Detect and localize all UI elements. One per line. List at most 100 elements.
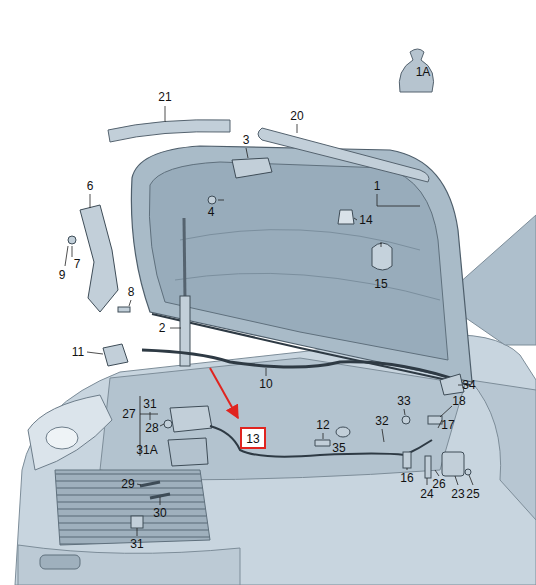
seal-strip (258, 128, 429, 182)
callout-number: 7 (73, 257, 82, 271)
illustration-part (160, 424, 164, 426)
cap (336, 427, 350, 437)
callout-number: 11 (71, 345, 85, 359)
highlight-box: 13 (240, 427, 266, 449)
callout-number: 1 (373, 179, 382, 193)
callout-number: 34 (461, 378, 476, 392)
callout-number: 16 (399, 471, 414, 485)
callout-number: 23 (450, 487, 465, 501)
hood-inner (149, 162, 448, 360)
callout-number: 13 (246, 432, 260, 446)
callout-number: 18 (451, 394, 466, 408)
fender-right (470, 380, 536, 520)
lever (425, 456, 431, 478)
illustration-part (165, 106, 166, 122)
hood-edge (152, 314, 470, 385)
lock-catch (232, 158, 272, 178)
illustration-part (404, 409, 405, 415)
callout-number: 17 (440, 418, 455, 432)
grille (55, 470, 210, 545)
grease-bag (399, 49, 433, 92)
plug (164, 420, 172, 428)
nut (131, 516, 143, 528)
clip (315, 440, 330, 446)
callout-number: 10 (258, 377, 273, 391)
callout-number: 33 (396, 394, 411, 408)
hood-lock (170, 406, 212, 432)
hood-lock (168, 438, 208, 466)
callout-number: 25 (465, 487, 480, 501)
hinge (80, 205, 118, 312)
screw (140, 482, 160, 486)
hood-outer (131, 146, 472, 382)
illustration-part (90, 194, 91, 208)
callout-number: 24 (419, 487, 434, 501)
callout-number: 2 (158, 321, 167, 335)
illustration-part (427, 478, 428, 485)
illustration-part (297, 124, 298, 133)
gas-strut (180, 296, 190, 366)
illustration-part (140, 412, 158, 420)
illustration-part (382, 429, 384, 442)
leader-lines (65, 106, 473, 536)
lever (403, 452, 411, 468)
handle (442, 452, 464, 476)
illustration-part (469, 475, 473, 485)
callout-number: 3 (242, 133, 251, 147)
bumper (18, 545, 240, 585)
screw (465, 469, 471, 475)
callout-number: 27 (121, 407, 136, 421)
illustration-part (455, 476, 458, 485)
engine-bay (100, 358, 465, 480)
clip (428, 416, 442, 424)
callout-number: 8 (127, 285, 136, 299)
bracket (440, 374, 464, 395)
callout-number: 31 (142, 397, 157, 411)
illustration-part (137, 484, 141, 485)
illustration-part (170, 328, 181, 329)
bolt (118, 307, 130, 312)
screw (208, 196, 216, 204)
seal-strip (108, 120, 230, 142)
callout-number: 31A (135, 443, 158, 457)
illustration-part (458, 385, 462, 386)
headlight (28, 395, 112, 470)
illustration-part (377, 194, 420, 206)
illustration-part (72, 246, 73, 257)
callout-number: 31 (129, 537, 144, 551)
clip (402, 416, 410, 424)
callout-number: 20 (289, 109, 304, 123)
callout-number: 32 (374, 414, 389, 428)
callout-number: 12 (315, 418, 330, 432)
callout-number: 6 (86, 179, 95, 193)
illustration-part (354, 218, 357, 220)
callout-number: 28 (144, 421, 159, 435)
callout-number: 15 (373, 277, 388, 291)
callout-number: 9 (58, 268, 67, 282)
callout-number: 30 (152, 506, 167, 520)
gas-strut (184, 218, 185, 300)
rubber-buffer (338, 210, 354, 224)
pointer-arrow (210, 368, 238, 418)
illustration-part (87, 352, 103, 354)
fog-light (40, 555, 80, 569)
bracket (103, 344, 128, 366)
hood-rib (175, 230, 440, 300)
illustration-part (435, 470, 439, 476)
callout-number: 4 (207, 205, 216, 219)
illustration-part (218, 200, 224, 201)
callout-number: 21 (157, 90, 172, 104)
bolt (68, 236, 76, 244)
illustration-part (160, 497, 161, 505)
illustration-part (381, 242, 382, 247)
illustration-part (246, 148, 248, 158)
illustration-part (137, 528, 138, 536)
callout-number: 29 (120, 477, 135, 491)
hood-seal (142, 350, 462, 382)
illustration-part (407, 468, 408, 470)
illustration-part (266, 368, 267, 376)
illustration-part (440, 406, 452, 417)
callout-number: 14 (358, 213, 373, 227)
illustration-part (65, 246, 68, 266)
